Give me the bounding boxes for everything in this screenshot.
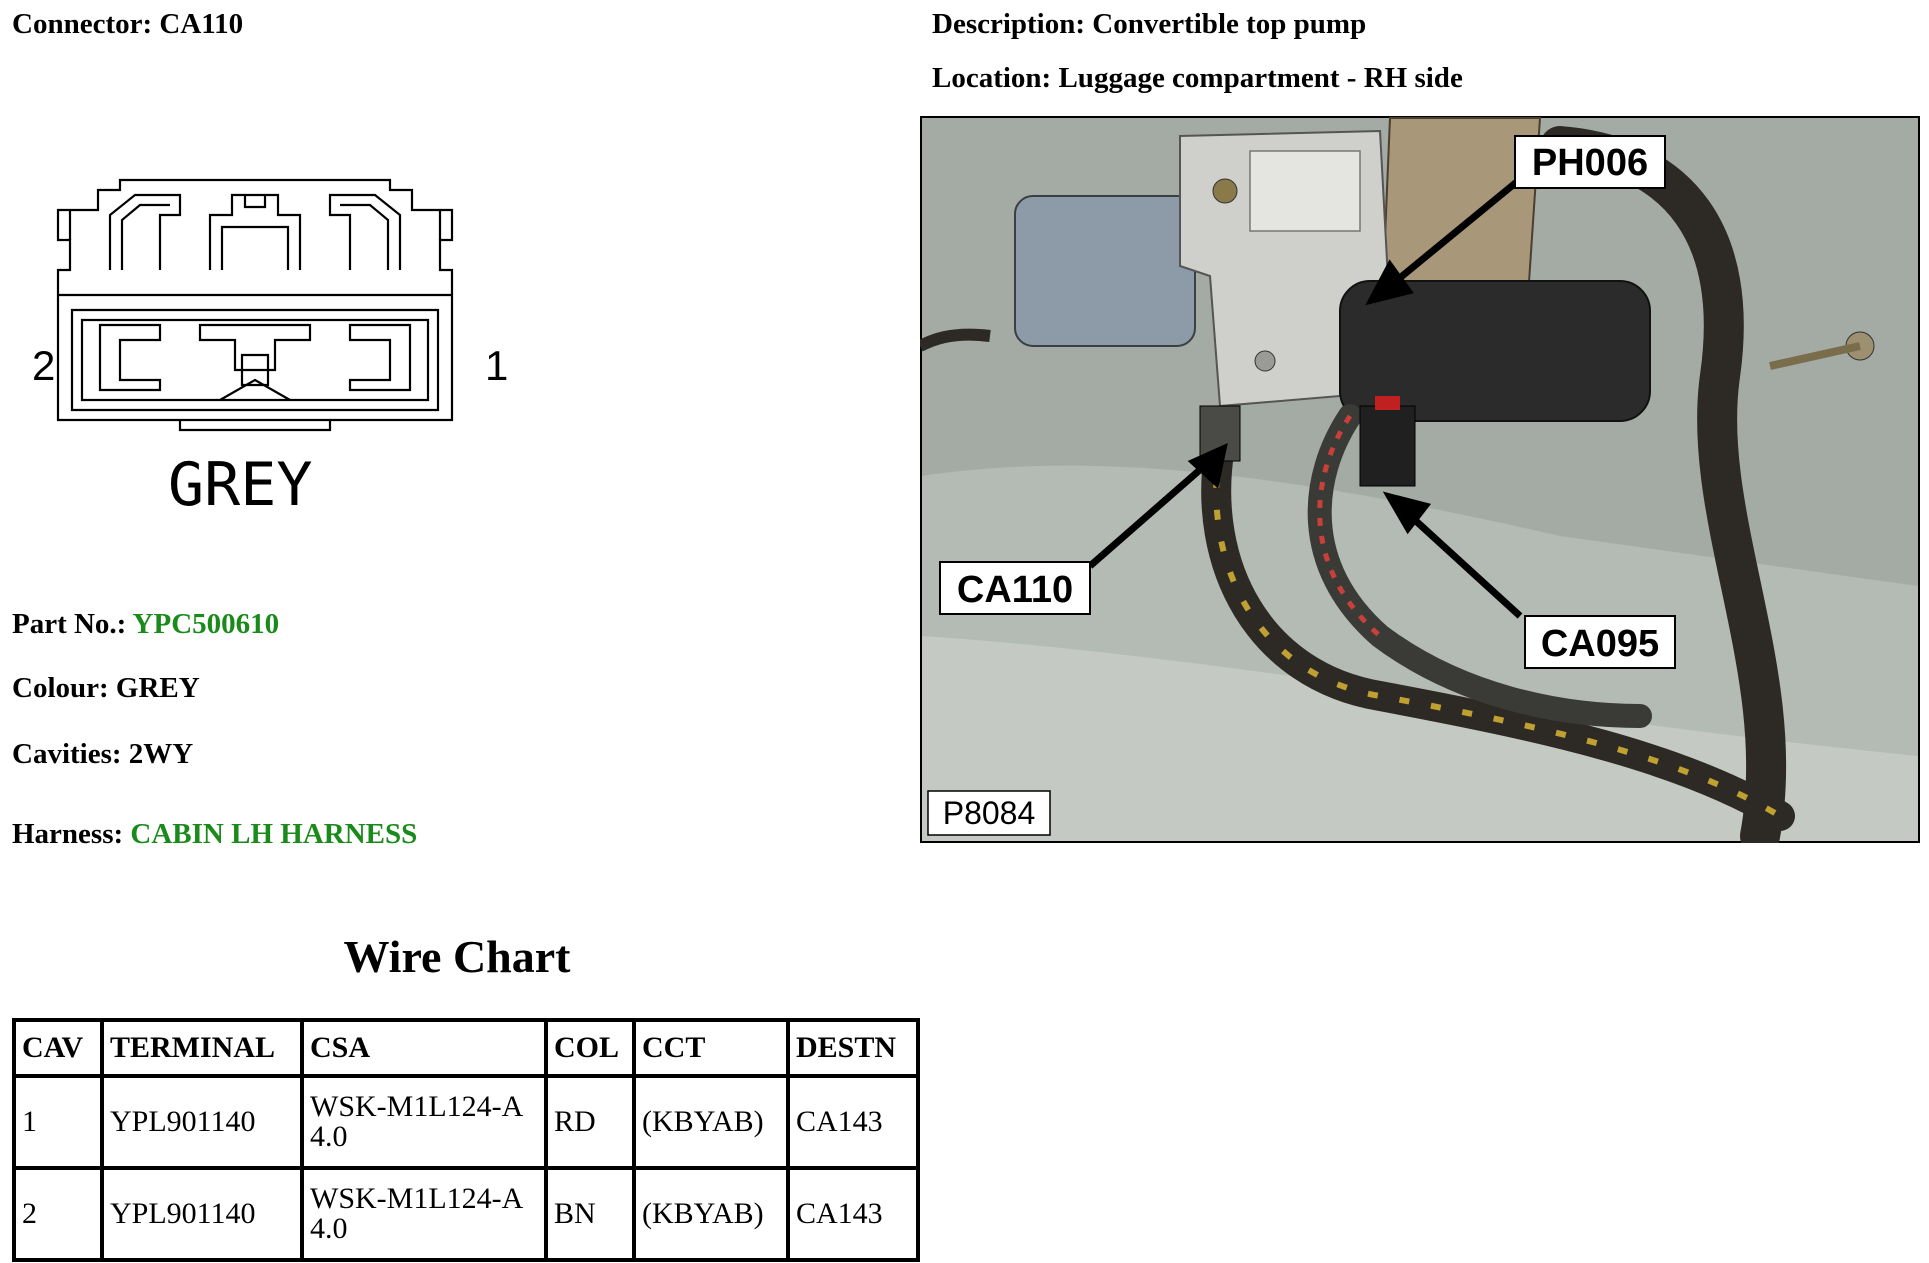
wire-chart-title: Wire Chart xyxy=(343,931,571,982)
cavities-field: Cavities: 2WY xyxy=(12,738,193,771)
cavities-label: Cavities: xyxy=(12,738,122,770)
header-col: COL xyxy=(544,1018,636,1078)
wire-chart-table: CAV TERMINAL CSA COL CCT DESTN 1 YPL9011… xyxy=(12,1018,920,1262)
description-label: Description: xyxy=(932,8,1086,40)
cell-terminal: YPL901140 xyxy=(100,1166,304,1262)
pin-2-label: 2 xyxy=(32,342,55,389)
photo-reference: P8084 xyxy=(943,795,1036,831)
harness-link[interactable]: CABIN LH HARNESS xyxy=(130,818,418,850)
cavities-value: 2WY xyxy=(128,738,194,770)
header-cav: CAV xyxy=(12,1018,104,1078)
connector-face-diagram: 2 1 GREY xyxy=(32,178,508,520)
description-value: Convertible top pump xyxy=(1092,8,1367,40)
part-no-label: Part No.: xyxy=(12,608,127,640)
header-destn: DESTN xyxy=(786,1018,920,1078)
part-no-field: Part No.: YPC500610 xyxy=(12,608,279,641)
callout-ph006: PH006 xyxy=(1532,142,1648,184)
cell-terminal: YPL901140 xyxy=(100,1074,304,1170)
header-csa: CSA xyxy=(300,1018,548,1078)
location-label: Location: xyxy=(932,62,1052,94)
table-header-row: CAV TERMINAL CSA COL CCT DESTN xyxy=(12,1018,920,1078)
cell-cav: 2 xyxy=(12,1166,104,1262)
table-row: 1 YPL901140 WSK-M1L124-A 4.0 RD (KBYAB) … xyxy=(12,1074,920,1170)
callout-ca110: CA110 xyxy=(957,569,1073,611)
location-value: Luggage compartment - RH side xyxy=(1058,62,1463,94)
connector-value: CA110 xyxy=(159,8,244,40)
cell-csa: WSK-M1L124-A 4.0 xyxy=(300,1166,548,1262)
cell-cav: 1 xyxy=(12,1074,104,1170)
callout-ca095: CA095 xyxy=(1541,623,1659,665)
table-row: 2 YPL901140 WSK-M1L124-A 4.0 BN (KBYAB) … xyxy=(12,1166,920,1262)
description-field: Description: Convertible top pump xyxy=(932,8,1366,41)
connector-label: Connector: xyxy=(12,8,153,40)
header-cct: CCT xyxy=(632,1018,790,1078)
connector-field: Connector: CA110 xyxy=(12,8,243,41)
cell-destn: CA143 xyxy=(786,1074,920,1170)
colour-value: GREY xyxy=(115,672,200,704)
diagram-colour-text: GREY xyxy=(168,450,313,520)
harness-field: Harness: CABIN LH HARNESS xyxy=(12,818,417,851)
cell-col: BN xyxy=(544,1166,636,1262)
part-no-link[interactable]: YPC500610 xyxy=(132,608,280,640)
cell-cct: (KBYAB) xyxy=(632,1074,790,1170)
pin-1-label: 1 xyxy=(485,342,508,389)
location-photo: PH006 CA110 CA095 P8084 xyxy=(920,116,1920,843)
header-terminal: TERMINAL xyxy=(100,1018,304,1078)
harness-label: Harness: xyxy=(12,818,124,850)
colour-label: Colour: xyxy=(12,672,109,704)
colour-field: Colour: GREY xyxy=(12,672,200,705)
cell-csa: WSK-M1L124-A 4.0 xyxy=(300,1074,548,1170)
cell-cct: (KBYAB) xyxy=(632,1166,790,1262)
location-field: Location: Luggage compartment - RH side xyxy=(932,62,1463,95)
cell-destn: CA143 xyxy=(786,1166,920,1262)
cell-col: RD xyxy=(544,1074,636,1170)
